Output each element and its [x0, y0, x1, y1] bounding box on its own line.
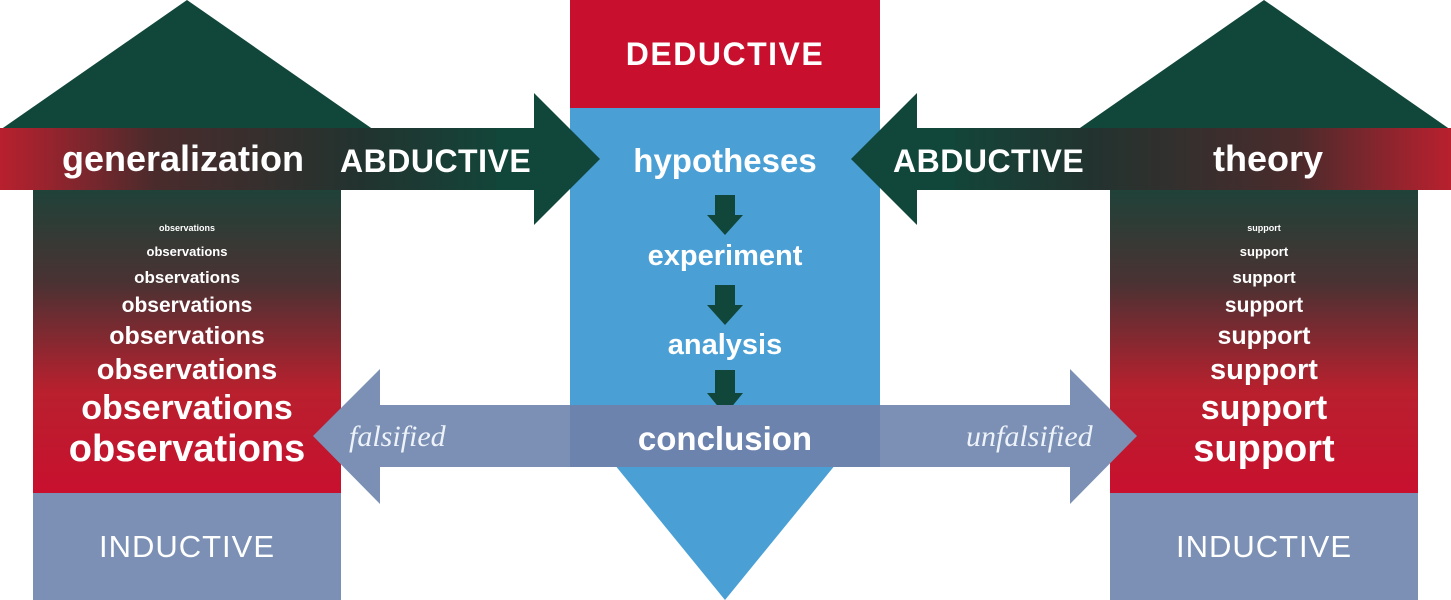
abductive-left-bar	[0, 128, 516, 190]
left-word-stack: observations observations observations o…	[33, 223, 341, 470]
left-column-body	[33, 130, 341, 493]
abductive-right-label: ABDUCTIVE	[893, 143, 1085, 179]
abductive-right-bar	[935, 128, 1451, 190]
list-item: support	[1232, 268, 1296, 287]
right-inductive-label: INDUCTIVE	[1110, 493, 1418, 600]
list-item: observations	[121, 294, 253, 317]
down-arrow-2-icon	[707, 285, 743, 325]
list-item: observations	[158, 223, 216, 233]
falsified-label: falsified	[349, 420, 446, 453]
step-conclusion: conclusion	[637, 420, 813, 457]
list-item: support	[1224, 294, 1304, 317]
list-item: support	[1193, 428, 1335, 470]
list-item: support	[1247, 223, 1281, 233]
step-experiment: experiment	[647, 240, 803, 272]
step-analysis: analysis	[667, 329, 783, 361]
abductive-left-arrow-icon	[496, 93, 600, 225]
deductive-header-band	[570, 0, 880, 108]
list-item: observations	[81, 389, 293, 427]
right-word-stack: support support support support support …	[1110, 223, 1418, 470]
right-column-body	[1110, 130, 1418, 493]
list-item: observations	[134, 268, 240, 287]
abductive-right-arrow-icon	[851, 93, 955, 225]
deductive-label: DEDUCTIVE	[625, 35, 825, 72]
left-inductive-label: INDUCTIVE	[33, 493, 341, 600]
center-column-body	[570, 108, 880, 410]
abductive-right-band: ABDUCTIVE	[851, 93, 1451, 225]
right-arrowhead-icon	[1077, 0, 1451, 130]
down-arrow-1-icon	[707, 195, 743, 235]
list-item: support	[1239, 244, 1289, 259]
list-item: observations	[146, 244, 228, 259]
unfalsified-label: unfalsified	[966, 420, 1093, 453]
list-item: observations	[96, 354, 278, 386]
list-item: observations	[109, 322, 265, 350]
left-arrowhead-icon	[0, 0, 374, 130]
list-item: observations	[68, 428, 306, 470]
step-hypotheses: hypotheses	[633, 142, 817, 179]
list-item: support	[1217, 322, 1311, 350]
left-heading-wrap: generalization	[33, 128, 333, 190]
right-inductive-band	[1110, 493, 1418, 600]
right-inductive-text: INDUCTIVE	[1175, 528, 1353, 564]
right-heading-wrap: theory	[1118, 128, 1418, 190]
list-item: support	[1210, 354, 1318, 386]
abductive-left-label: ABDUCTIVE	[340, 143, 532, 179]
list-item: support	[1200, 389, 1328, 427]
left-inductive-text: INDUCTIVE	[98, 528, 276, 564]
left-inductive-band	[33, 493, 341, 600]
right-heading: theory	[1212, 138, 1324, 179]
deductive-label-wrap: DEDUCTIVE	[570, 0, 880, 108]
left-heading: generalization	[61, 138, 305, 179]
abductive-left-band: ABDUCTIVE	[0, 93, 600, 225]
conclusion-band	[570, 405, 880, 467]
